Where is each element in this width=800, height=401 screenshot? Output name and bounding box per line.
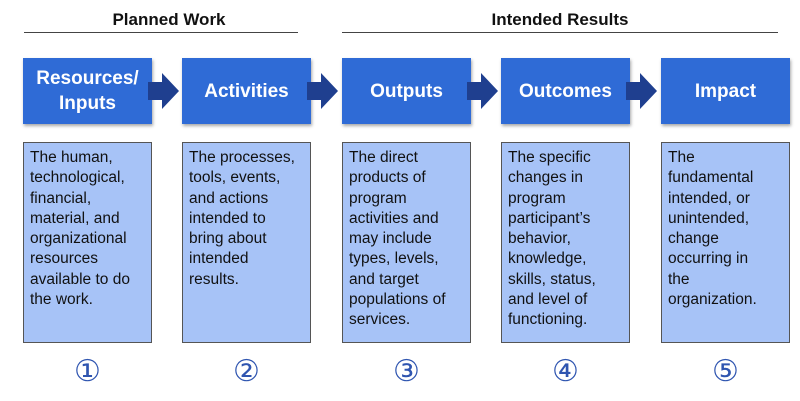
stage-impact: Impact bbox=[661, 58, 790, 124]
description-outputs: The direct products of program activitie… bbox=[342, 142, 471, 343]
description-outcomes: The specific changes in program particip… bbox=[501, 142, 630, 343]
stage-outputs: Outputs bbox=[342, 58, 471, 124]
step-number-2: ② bbox=[233, 354, 260, 389]
intended-results-divider bbox=[342, 32, 778, 33]
planned-work-label: Planned Work bbox=[112, 10, 226, 29]
intended-results-label: Intended Results bbox=[491, 10, 629, 29]
stage-activities: Activities bbox=[182, 58, 311, 124]
stage-outcomes: Outcomes bbox=[501, 58, 630, 124]
stage-resources-inputs: Resources/ Inputs bbox=[23, 58, 152, 124]
arrow-right-icon bbox=[307, 73, 338, 109]
arrow-right-icon bbox=[467, 73, 498, 109]
arrow-right-icon bbox=[626, 73, 657, 109]
arrow-right-icon bbox=[148, 73, 179, 109]
description-resources-inputs: The human, technological, financial, mat… bbox=[23, 142, 152, 343]
step-number-1: ① bbox=[74, 354, 101, 389]
step-number-4: ④ bbox=[552, 354, 579, 389]
description-activities: The processes, tools, events, and action… bbox=[182, 142, 311, 343]
description-impact: The fundamental intended, or unintended,… bbox=[661, 142, 790, 343]
step-number-3: ③ bbox=[393, 354, 420, 389]
step-number-5: ⑤ bbox=[712, 354, 739, 389]
planned-work-divider bbox=[24, 32, 298, 33]
